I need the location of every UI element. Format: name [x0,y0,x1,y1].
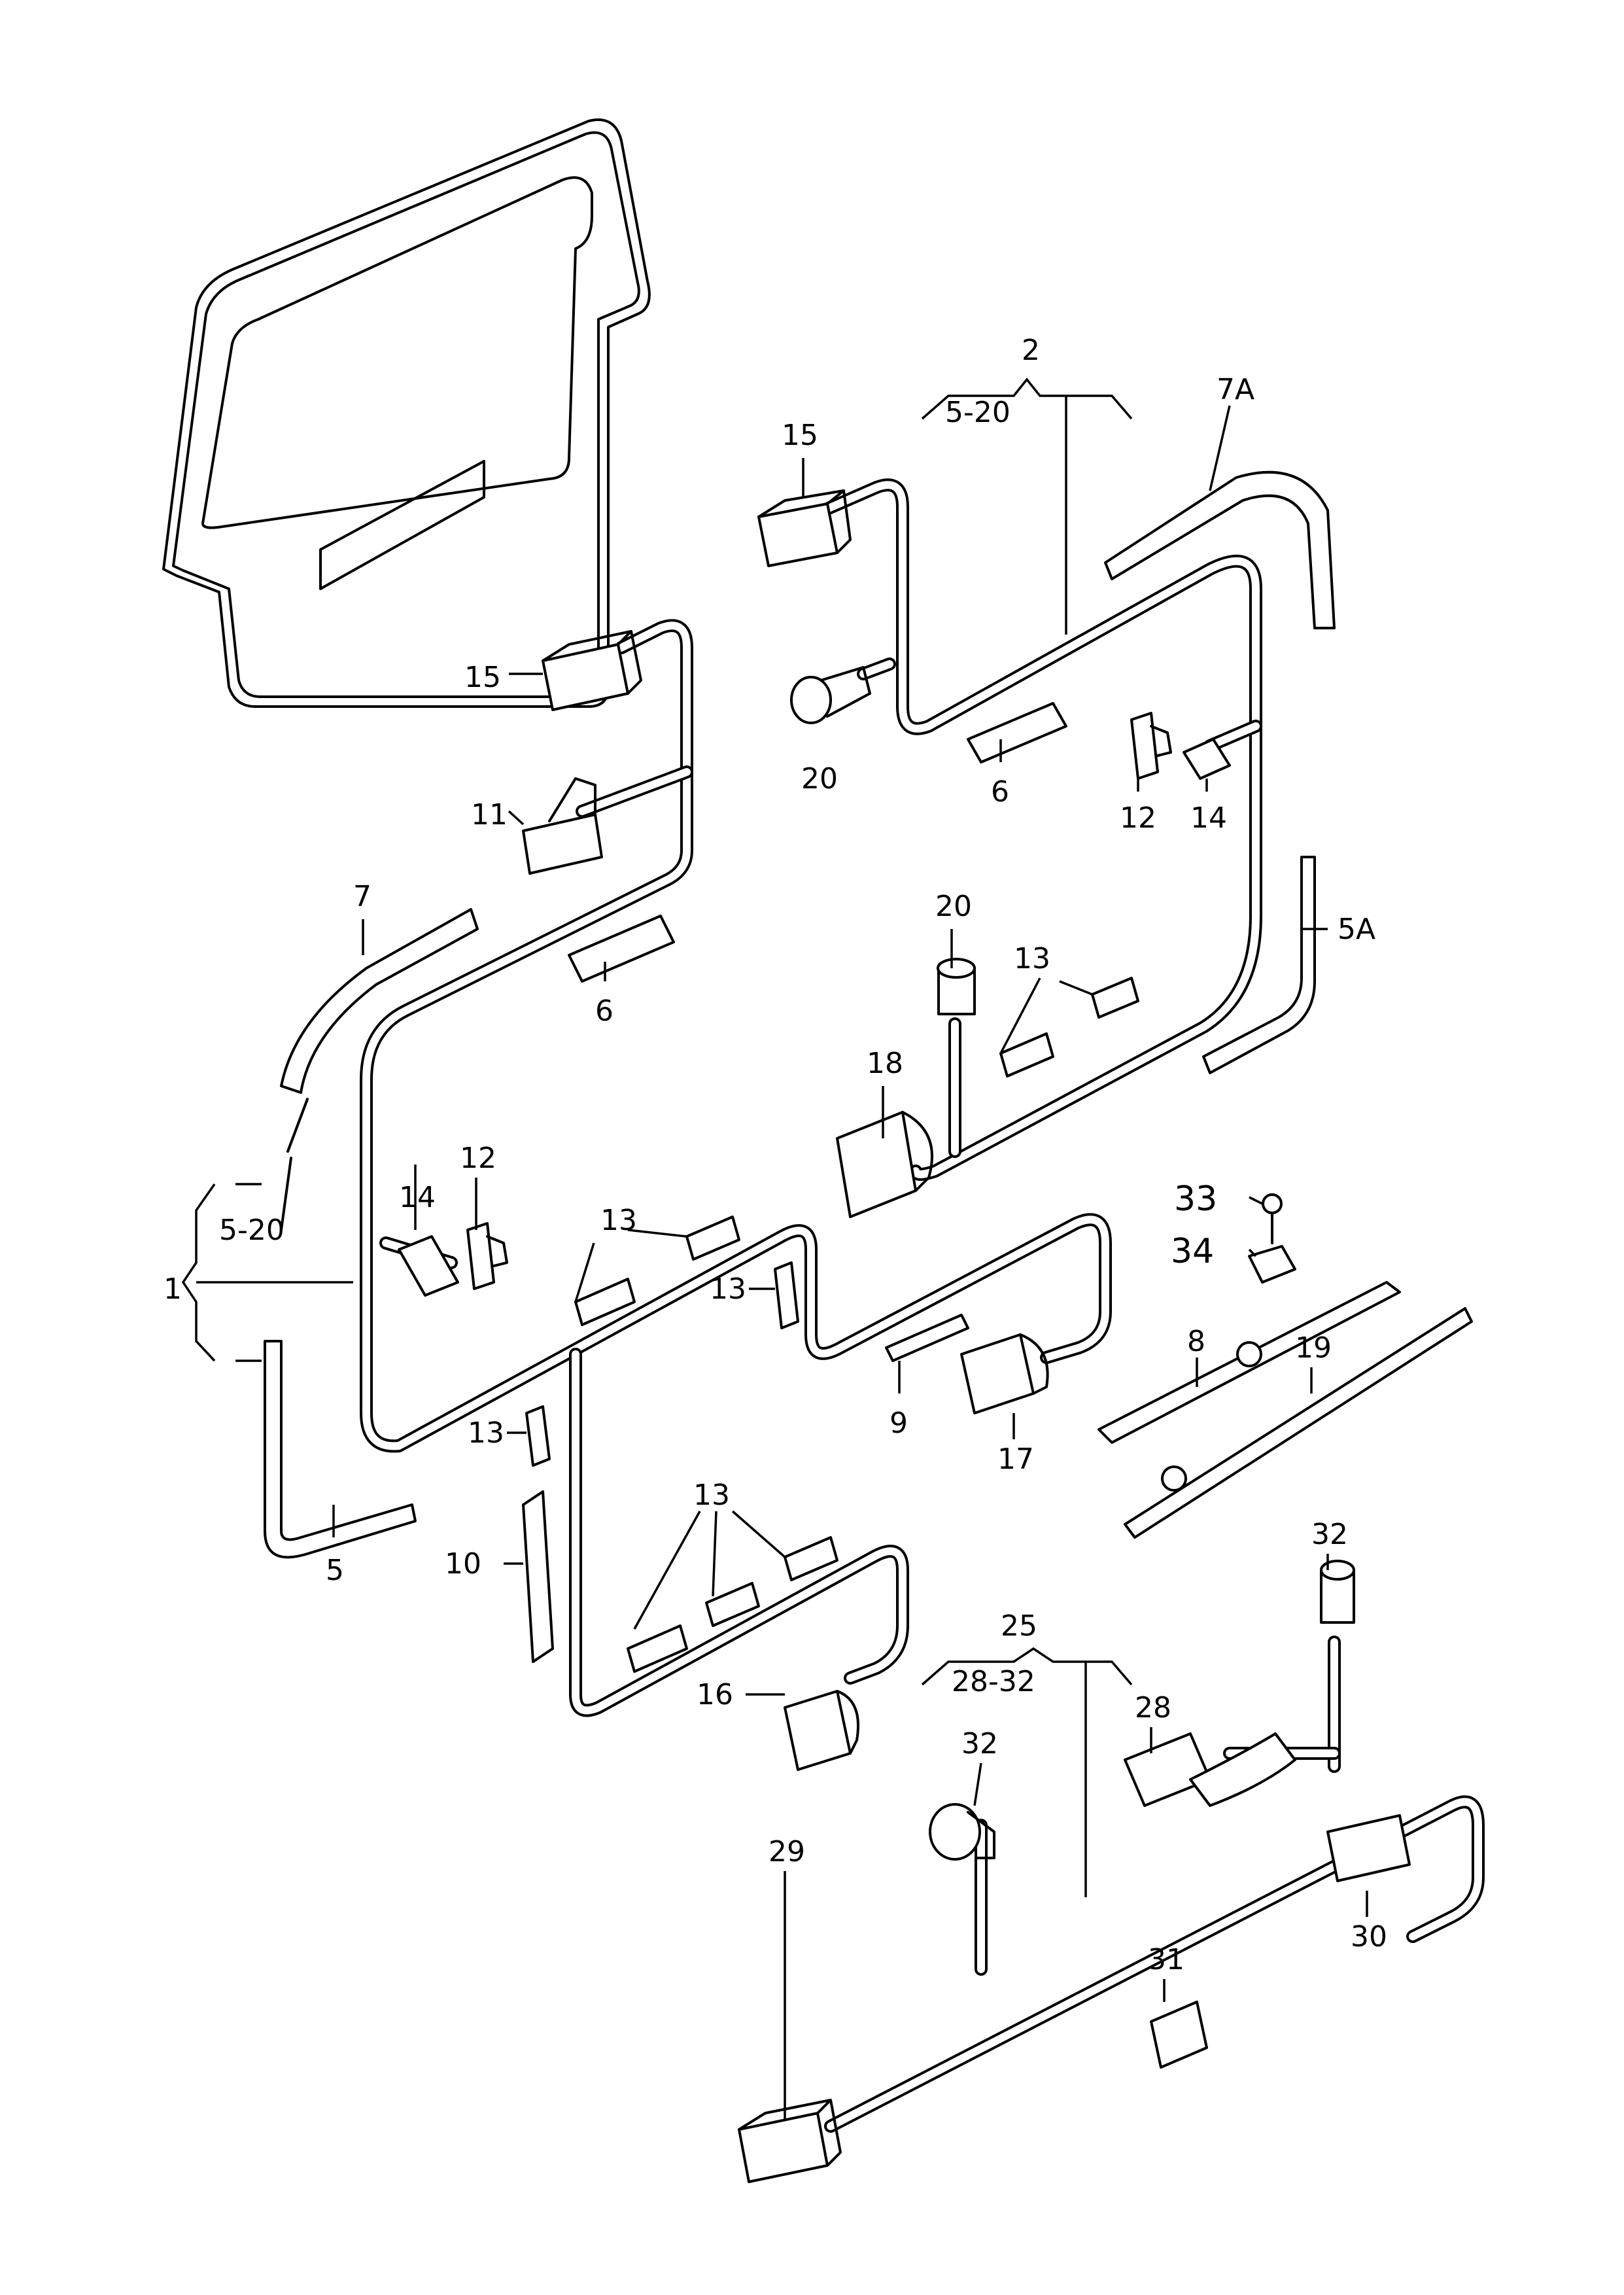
label-13-c: 13 [468,1416,504,1450]
label-13-b: 13 [710,1272,746,1306]
label-30: 30 [1351,1920,1387,1953]
label-9: 9 [890,1407,908,1440]
label-5: 5 [326,1554,344,1587]
label-2-range: 5-20 [945,396,1011,429]
label-1-range: 5-20 [219,1214,285,1247]
connector-12-right [1130,712,1172,780]
connector-29 [738,2099,842,2183]
connector-16 [784,1690,859,1771]
label-15-upper: 15 [782,419,818,452]
label-32-upper: 32 [1311,1518,1348,1551]
clip-31 [1150,2001,1208,2069]
bracket-25-leader [921,1647,1133,1897]
cable-tie-19 [1124,1307,1473,1539]
connector-18 [836,1111,933,1218]
label-13-d: 13 [693,1479,730,1512]
label-14-left: 14 [399,1181,436,1214]
conduit-5 [264,1340,417,1559]
cable-tie-8 [1097,1281,1401,1444]
label-8: 8 [1187,1325,1205,1358]
clip-6-left [568,915,675,983]
label-5a: 5A [1338,913,1375,946]
plug-32-upper [1320,1560,1355,1624]
label-25-range: 28-32 [952,1665,1035,1698]
bracket-9 [885,1314,969,1362]
label-13-e: 13 [1014,942,1050,975]
label-15-left: 15 [464,661,501,694]
switch-28 [1124,1732,1296,1807]
label-29: 29 [769,1835,805,1868]
connector-11 [522,777,603,875]
label-2: 2 [1022,334,1040,367]
plug-20-lower [937,958,976,1015]
label-34: 34 [1171,1232,1214,1271]
bracket-1-leader [181,1183,353,1362]
label-6-left: 6 [595,994,613,1028]
label-11: 11 [471,798,508,832]
label-28: 28 [1135,1691,1171,1725]
label-16: 16 [697,1678,733,1711]
label-18: 18 [867,1047,903,1080]
connector-15-upper [757,489,852,567]
label-19: 19 [1295,1331,1332,1365]
label-33: 33 [1174,1180,1217,1219]
nut-34 [1248,1245,1296,1284]
label-12-right: 12 [1120,801,1156,835]
label-31: 31 [1148,1943,1184,1976]
connector-12-left [466,1222,508,1290]
harness-25 [824,1636,1485,2133]
connector-15-left [542,630,642,711]
label-10: 10 [445,1547,481,1581]
label-leaders [332,405,1368,2120]
clip-13-group [525,977,1139,1673]
connector-17 [960,1333,1049,1414]
bracket-10 [522,1490,554,1663]
label-6-right: 6 [991,775,1009,809]
label-20-lower: 20 [935,890,972,923]
connector-14-left [398,1235,459,1297]
label-12-left: 12 [460,1142,496,1175]
label-14-right: 14 [1190,801,1227,835]
label-7: 7 [353,880,371,913]
label-1: 1 [164,1272,182,1306]
label-32-lower: 32 [961,1727,998,1761]
label-25: 25 [1001,1609,1037,1643]
harness-1 [360,619,1112,1717]
plug-20-upper [790,666,871,724]
plug-32-lower [929,1803,995,1861]
harness-2 [818,478,1262,1181]
tailgate [162,118,651,708]
conduit-5a [1202,856,1316,1074]
connector-14-right [1183,738,1231,780]
screw-33 [1262,1193,1283,1244]
bracket-2-leader [921,377,1133,635]
conduit-7 [280,908,479,1231]
conduit-7a [1104,470,1336,629]
label-13-a: 13 [600,1204,637,1237]
connector-30 [1326,1814,1411,1882]
clip-6-right [967,702,1067,763]
label-7a: 7A [1217,373,1254,406]
label-20-upper: 20 [801,762,838,796]
label-17: 17 [997,1443,1034,1476]
